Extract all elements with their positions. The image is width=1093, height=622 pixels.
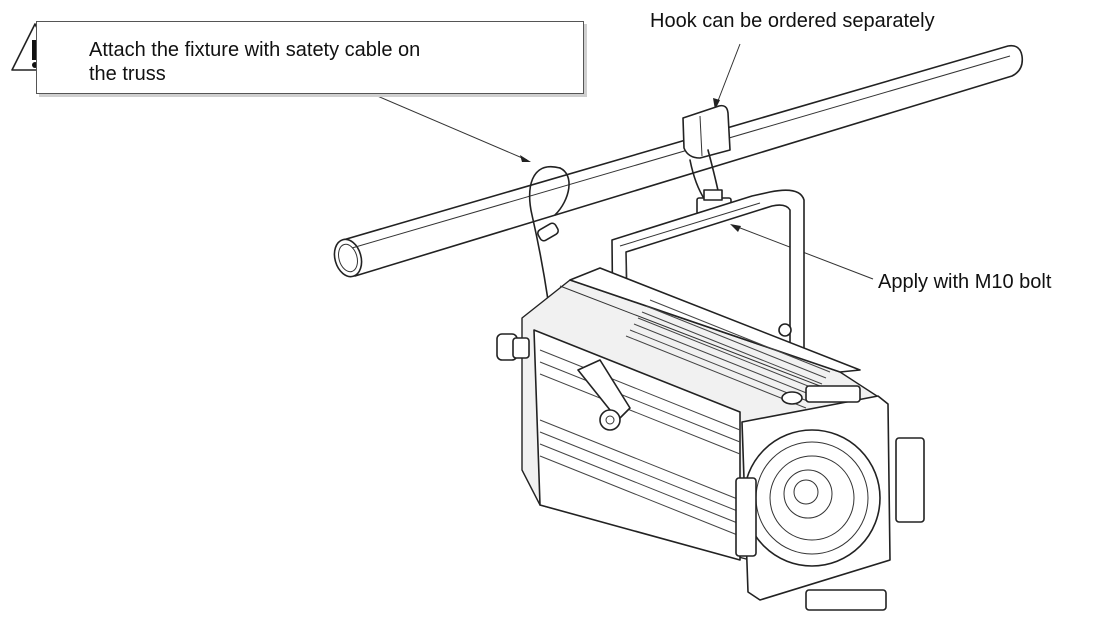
fixture-body — [521, 267, 925, 611]
top-clip — [805, 385, 861, 403]
safety-cable — [528, 165, 570, 301]
cooling-fins — [539, 299, 831, 537]
warning-note-box: Attach the fixture with satety cable on … — [36, 21, 584, 94]
side-clip-left — [735, 477, 757, 557]
safety-cable-pointer-arrow — [520, 155, 531, 162]
mounting-hook — [682, 104, 732, 215]
tilt-lock-handle — [577, 359, 631, 431]
side-clip-right — [895, 437, 925, 523]
warning-note-text: Attach the fixture with satety cable on … — [89, 39, 421, 85]
bolt-callout-label: Apply with M10 bolt — [878, 271, 1052, 293]
bottom-clip — [805, 589, 887, 611]
hook-pointer-line — [715, 43, 741, 107]
focus-knob — [781, 391, 803, 405]
hook-callout-label: Hook can be ordered separately — [650, 10, 935, 32]
side-adjust-knob — [496, 333, 530, 361]
safety-cable-pointer-line — [367, 91, 528, 161]
truss-pipe — [333, 44, 1024, 278]
bolt-pointer-arrow — [730, 224, 741, 232]
